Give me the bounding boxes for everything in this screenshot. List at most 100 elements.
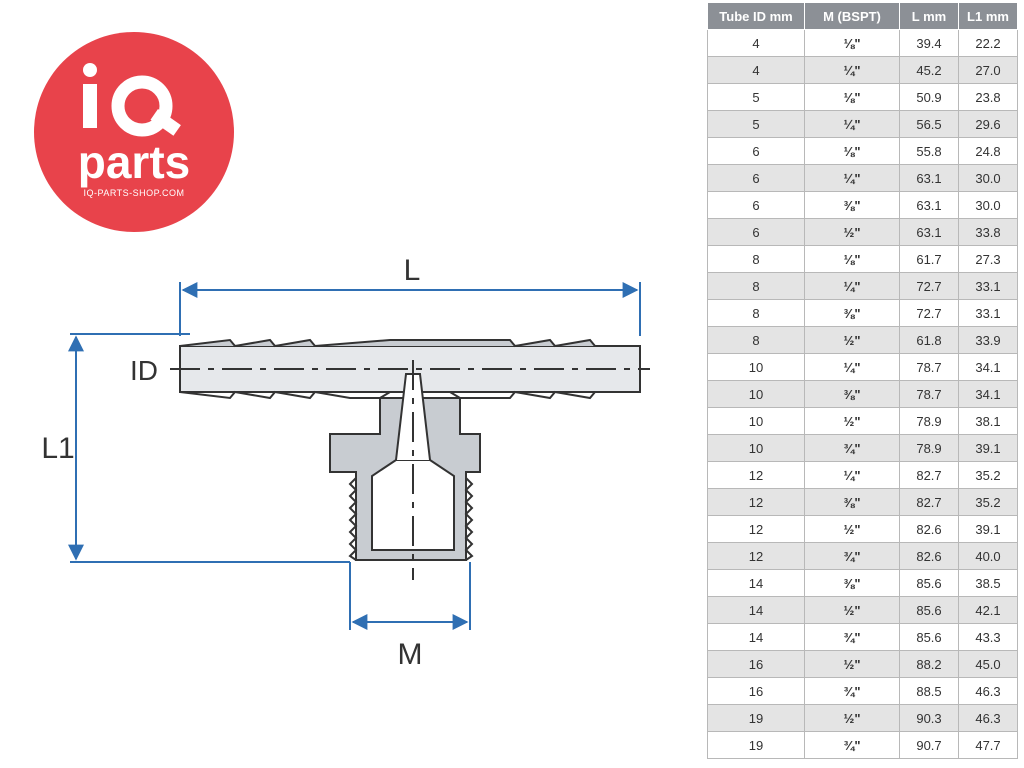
cell-l1: 35.2	[958, 461, 1018, 489]
cell-thread: ⅜"	[804, 488, 900, 516]
header-tube-id: Tube ID mm	[707, 2, 805, 30]
cell-thread: ¾"	[804, 731, 900, 759]
cell-l: 63.1	[899, 191, 959, 219]
cell-tube-id: 14	[707, 623, 805, 651]
cell-l1: 38.1	[958, 407, 1018, 435]
cell-tube-id: 12	[707, 461, 805, 489]
tee-body	[179, 338, 641, 561]
cell-thread: ½"	[804, 704, 900, 732]
cell-l1: 34.1	[958, 380, 1018, 408]
cell-thread: ½"	[804, 650, 900, 678]
cell-tube-id: 10	[707, 434, 805, 462]
cell-l1: 34.1	[958, 353, 1018, 381]
cell-thread: ¾"	[804, 623, 900, 651]
cell-thread: ¾"	[804, 542, 900, 570]
cell-thread: ¾"	[804, 677, 900, 705]
cell-l1: 27.3	[958, 245, 1018, 273]
cell-l1: 42.1	[958, 596, 1018, 624]
cell-tube-id: 6	[707, 218, 805, 246]
cell-l: 85.6	[899, 569, 959, 597]
cell-l1: 35.2	[958, 488, 1018, 516]
cell-tube-id: 5	[707, 110, 805, 138]
cell-l1: 33.9	[958, 326, 1018, 354]
cell-thread: ⅜"	[804, 380, 900, 408]
header-l: L mm	[899, 2, 959, 30]
cell-l: 90.7	[899, 731, 959, 759]
cell-thread: ⅜"	[804, 299, 900, 327]
cell-thread: ¼"	[804, 272, 900, 300]
cell-tube-id: 4	[707, 56, 805, 84]
cell-thread: ½"	[804, 596, 900, 624]
cell-l1: 43.3	[958, 623, 1018, 651]
cell-thread: ⅛"	[804, 137, 900, 165]
cell-l1: 45.0	[958, 650, 1018, 678]
cell-tube-id: 16	[707, 650, 805, 678]
cell-l: 63.1	[899, 218, 959, 246]
cell-thread: ⅛"	[804, 29, 900, 57]
iq-parts-logo: parts IQ-PARTS-SHOP.COM	[34, 32, 234, 232]
cell-l: 90.3	[899, 704, 959, 732]
cell-tube-id: 8	[707, 245, 805, 273]
cell-l1: 22.2	[958, 29, 1018, 57]
cell-l1: 39.1	[958, 434, 1018, 462]
cell-thread: ¼"	[804, 110, 900, 138]
logo-i-stem	[83, 84, 97, 128]
logo-q-tail	[150, 109, 181, 136]
cell-tube-id: 12	[707, 488, 805, 516]
cell-l: 72.7	[899, 299, 959, 327]
cell-l1: 24.8	[958, 137, 1018, 165]
cell-thread: ½"	[804, 218, 900, 246]
cell-l1: 30.0	[958, 191, 1018, 219]
cell-tube-id: 12	[707, 515, 805, 543]
cell-thread: ⅛"	[804, 83, 900, 111]
cell-l: 61.8	[899, 326, 959, 354]
cell-thread: ½"	[804, 515, 900, 543]
header-l1: L1 mm	[958, 2, 1018, 30]
cell-l: 45.2	[899, 56, 959, 84]
cell-l1: 23.8	[958, 83, 1018, 111]
cell-thread: ½"	[804, 326, 900, 354]
cell-thread: ¼"	[804, 164, 900, 192]
cell-tube-id: 16	[707, 677, 805, 705]
cell-l1: 33.1	[958, 299, 1018, 327]
logo-q-ring	[111, 75, 173, 137]
cell-l1: 38.5	[958, 569, 1018, 597]
cell-tube-id: 8	[707, 326, 805, 354]
cell-l: 82.7	[899, 461, 959, 489]
cell-l: 78.7	[899, 380, 959, 408]
cell-l1: 46.3	[958, 677, 1018, 705]
cell-tube-id: 10	[707, 353, 805, 381]
cell-l: 56.5	[899, 110, 959, 138]
cell-l: 85.6	[899, 596, 959, 624]
cell-l1: 40.0	[958, 542, 1018, 570]
cell-tube-id: 8	[707, 272, 805, 300]
table-header-row: Tube ID mm M (BSPT) L mm L1 mm	[707, 2, 1018, 30]
cell-thread: ¾"	[804, 434, 900, 462]
cell-l: 82.6	[899, 515, 959, 543]
cell-tube-id: 5	[707, 83, 805, 111]
cell-thread: ¼"	[804, 461, 900, 489]
cell-l1: 30.0	[958, 164, 1018, 192]
cell-l: 39.4	[899, 29, 959, 57]
id-label: ID	[130, 355, 158, 386]
cell-l: 72.7	[899, 272, 959, 300]
cell-l1: 46.3	[958, 704, 1018, 732]
